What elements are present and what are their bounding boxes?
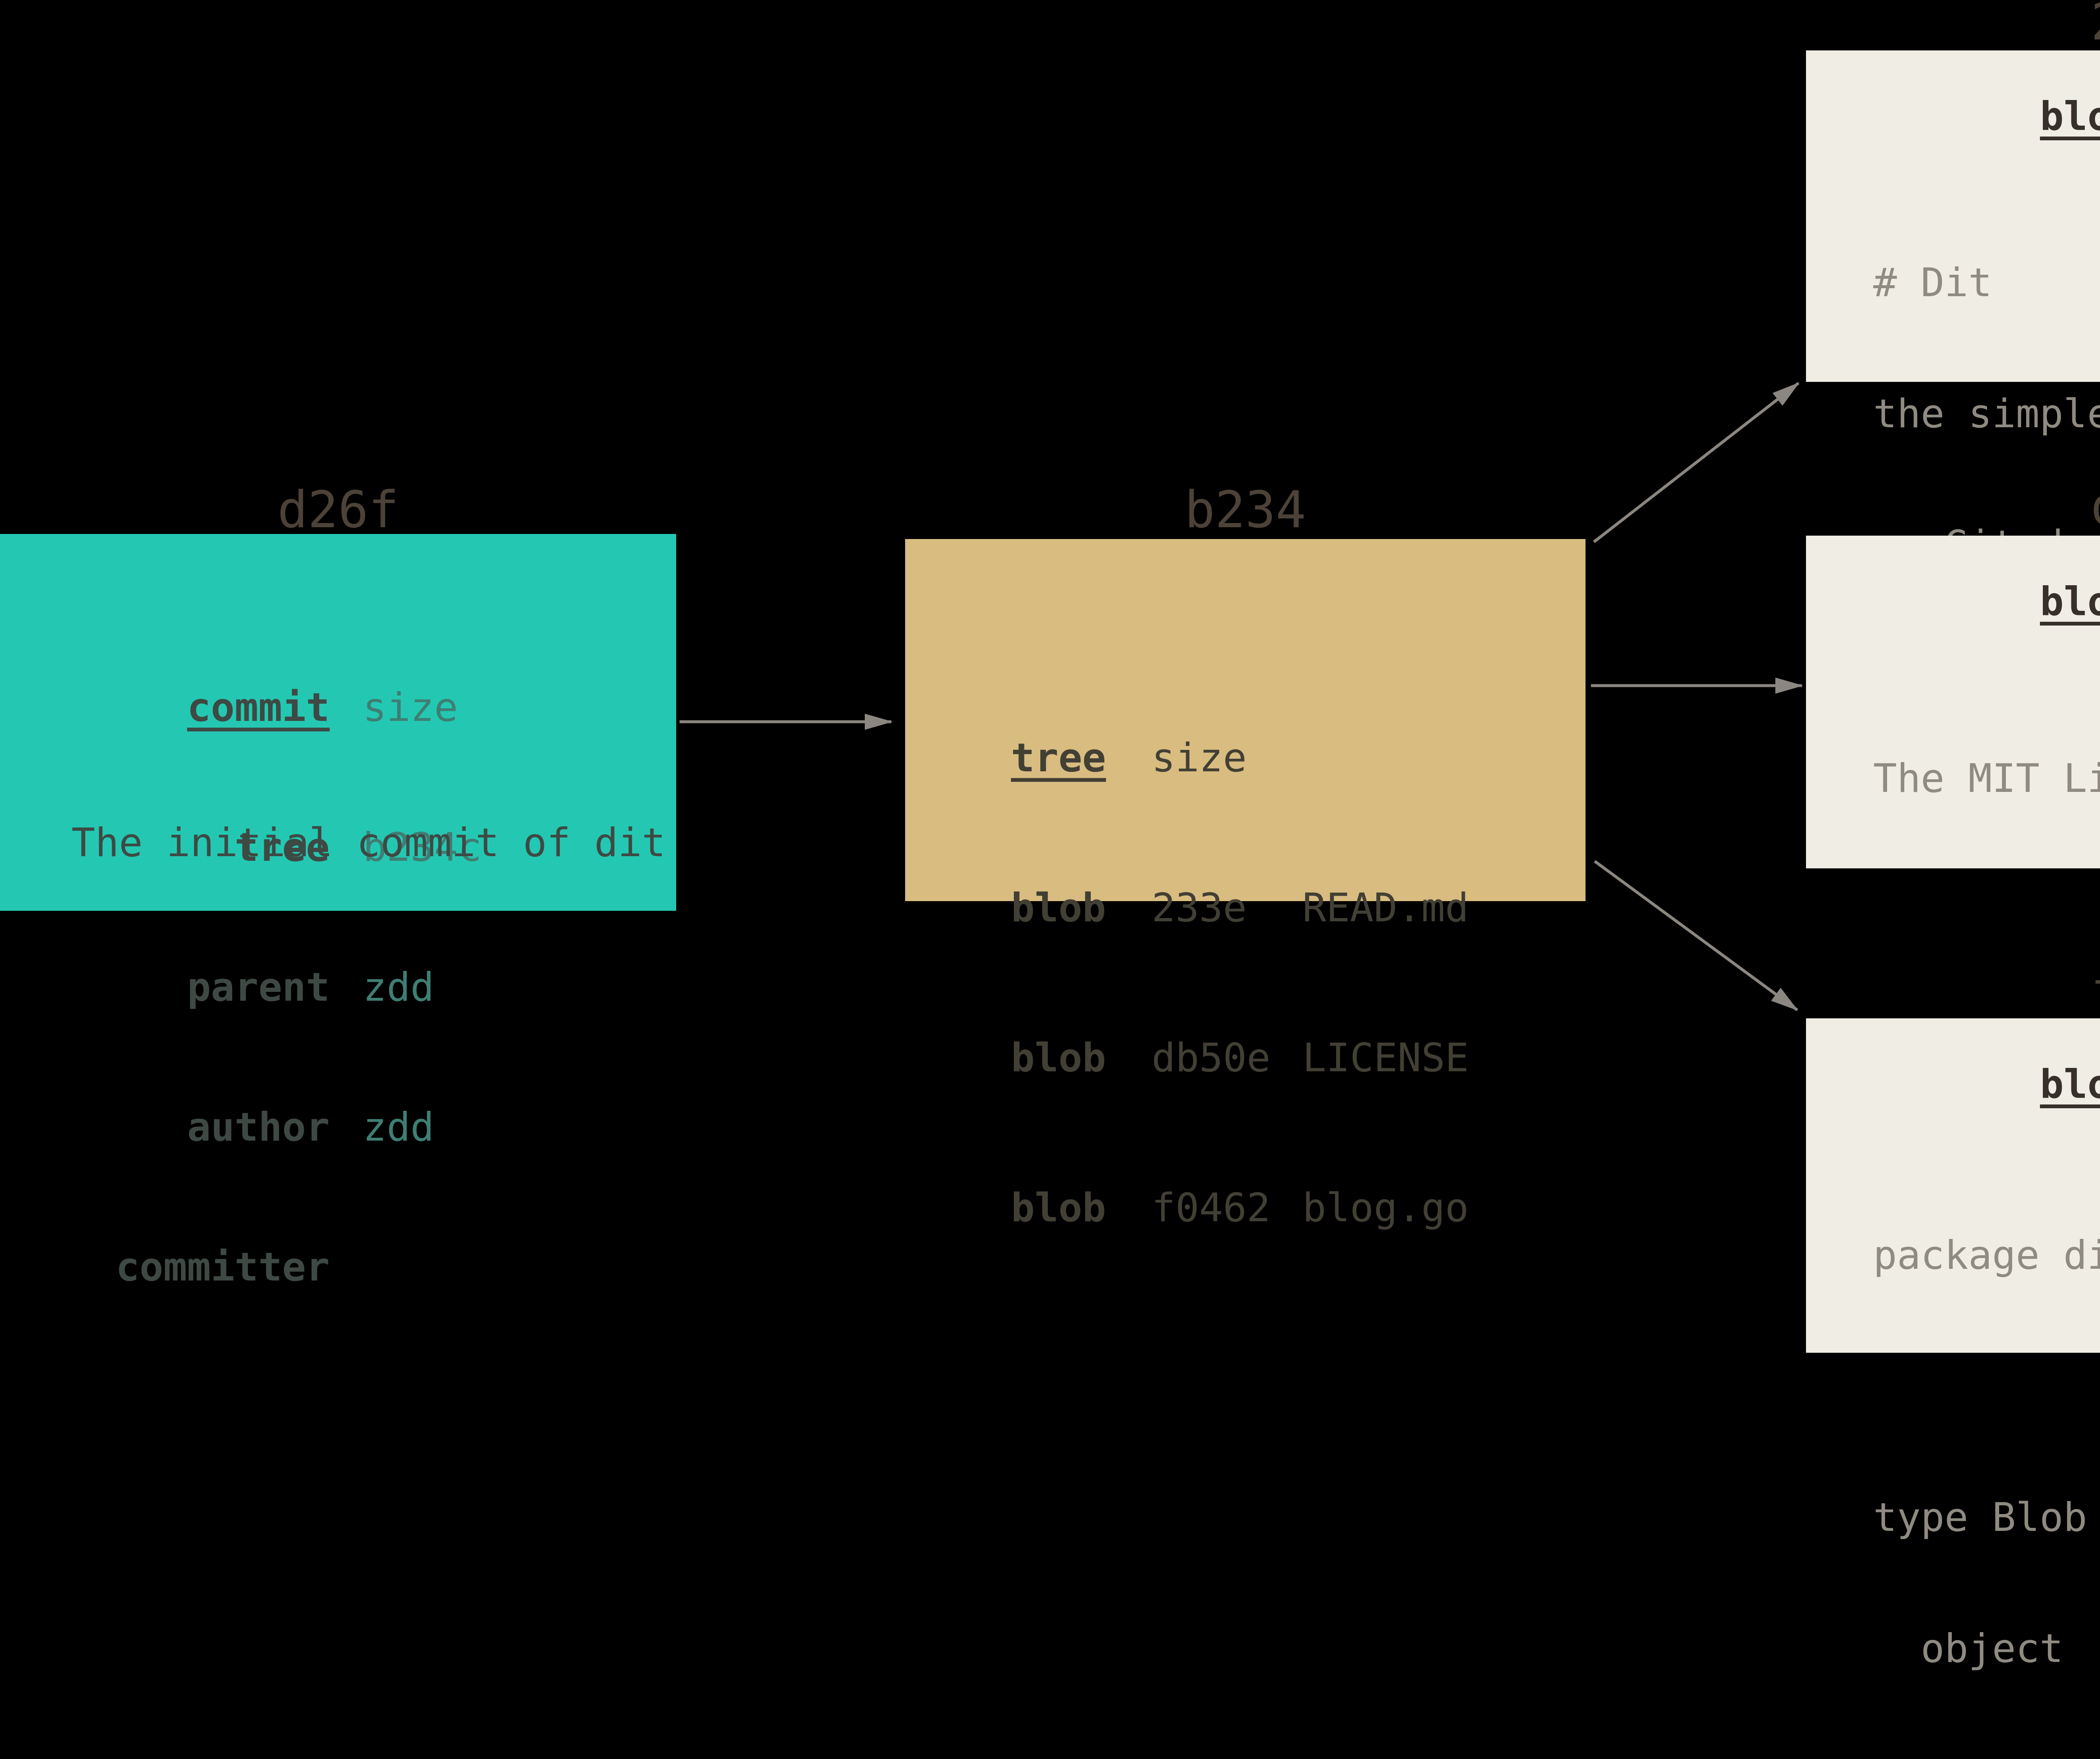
commit-field-value: b234c	[363, 825, 482, 870]
arrow-layer	[680, 382, 1803, 1011]
blob-content-line: # Dit	[1873, 260, 1992, 306]
tree-row-type: tree size	[1011, 733, 1586, 783]
commit-row-author: author zdd	[0, 1104, 676, 1151]
blob-f046-node-title: f046	[1806, 966, 2100, 1016]
tree-entry-type: blob	[1011, 1035, 1106, 1081]
blob-content: package dit type Blob struct { object	[1873, 1146, 2100, 1758]
commit-row-tree: tree b234c	[0, 824, 676, 871]
commit-field-key: author	[187, 1104, 330, 1150]
blob-type-label: blob	[2040, 579, 2100, 625]
blob-header: blobsize	[2040, 95, 2100, 139]
blob-content-line: The MIT License	[1873, 756, 2100, 802]
commit-row-committer: committer	[0, 1244, 676, 1291]
blob-content-line	[1873, 1365, 2100, 1409]
tree-object-box: tree size blob 233e READ.md blob db50e LICENS…	[905, 539, 1586, 1231]
blob-object-box-db50: blobsize The MIT License Copyright (c) 2…	[1806, 536, 2100, 1063]
blob-type-label: blob	[2040, 94, 2100, 139]
tree-entry-type: blob	[1011, 885, 1106, 931]
commit-field-value: size	[363, 685, 458, 731]
arrow-tree-to-blob-f046	[1593, 860, 1798, 1011]
blob-content-line: type Blob struct {	[1873, 1495, 2087, 1541]
tree-entry-file: READ.md	[1302, 885, 1469, 931]
commit-message: The initial commit of dit	[71, 820, 666, 866]
commit-row-type: commit size	[0, 684, 676, 731]
blob-header: blobsize	[2040, 580, 2100, 624]
git-object-diagram: d26f b234 233e db50 f046 commit size tree…	[0, 0, 2100, 1671]
arrow-tree-to-blob-233e	[1593, 382, 1800, 543]
commit-row-parent: parent zdd	[0, 964, 676, 1011]
blob-content-line: the simple content tracker	[1873, 391, 2100, 437]
blob-content-line: package dit	[1873, 1233, 2100, 1278]
blob-type-label: blob	[2040, 1062, 2100, 1107]
blob-header: blobsize	[2040, 1063, 2100, 1107]
blob-db50-node-title: db50	[1806, 482, 2100, 532]
tree-row-readme: blob 233e READ.md	[1011, 883, 1586, 933]
commit-field-key: tree	[234, 825, 330, 870]
commit-node-title: d26f	[277, 481, 399, 539]
tree-entry-hash: f0462	[1152, 1185, 1270, 1231]
tree-entry-file: blog.go	[1302, 1185, 1469, 1231]
commit-field-key: commit	[187, 685, 330, 731]
tree-entry-hash: 233e	[1152, 885, 1247, 931]
tree-entry-rows: tree size blob 233e READ.md blob db50e LICENS…	[905, 555, 1586, 1333]
tree-entry-hash: db50e	[1152, 1035, 1270, 1081]
tree-entry-file: LICENSE	[1302, 1035, 1469, 1081]
tree-entry-hash: size	[1152, 735, 1247, 781]
tree-row-blog-go: blob f0462 blog.go	[1011, 1183, 1586, 1233]
tree-node-title: b234	[1184, 481, 1306, 539]
blob-233e-node-title: 233e	[1806, 0, 2100, 48]
commit-object-box: commit size tree b234c parent zdd author zdd…	[0, 534, 676, 1290]
commit-field-rows: commit size tree b234c parent zdd author zdd…	[0, 550, 676, 1384]
commit-field-key: parent	[187, 965, 330, 1010]
commit-field-value: zdd	[363, 1104, 434, 1150]
tree-entry-type: tree	[1011, 735, 1106, 781]
commit-field-key: committer	[116, 1244, 330, 1290]
commit-field-value: zdd	[363, 965, 434, 1010]
blob-content-line: object	[1873, 1626, 2063, 1672]
tree-row-license: blob db50e LICENSE	[1011, 1033, 1586, 1083]
blob-content-line	[1873, 888, 2100, 932]
tree-entry-type: blob	[1011, 1185, 1106, 1231]
blob-object-box-233e: blobsize # Dit the simple content tracke…	[1806, 50, 2100, 698]
blob-object-box-f046: blobsize package dit type Blob struct { …	[1806, 1018, 2100, 1671]
